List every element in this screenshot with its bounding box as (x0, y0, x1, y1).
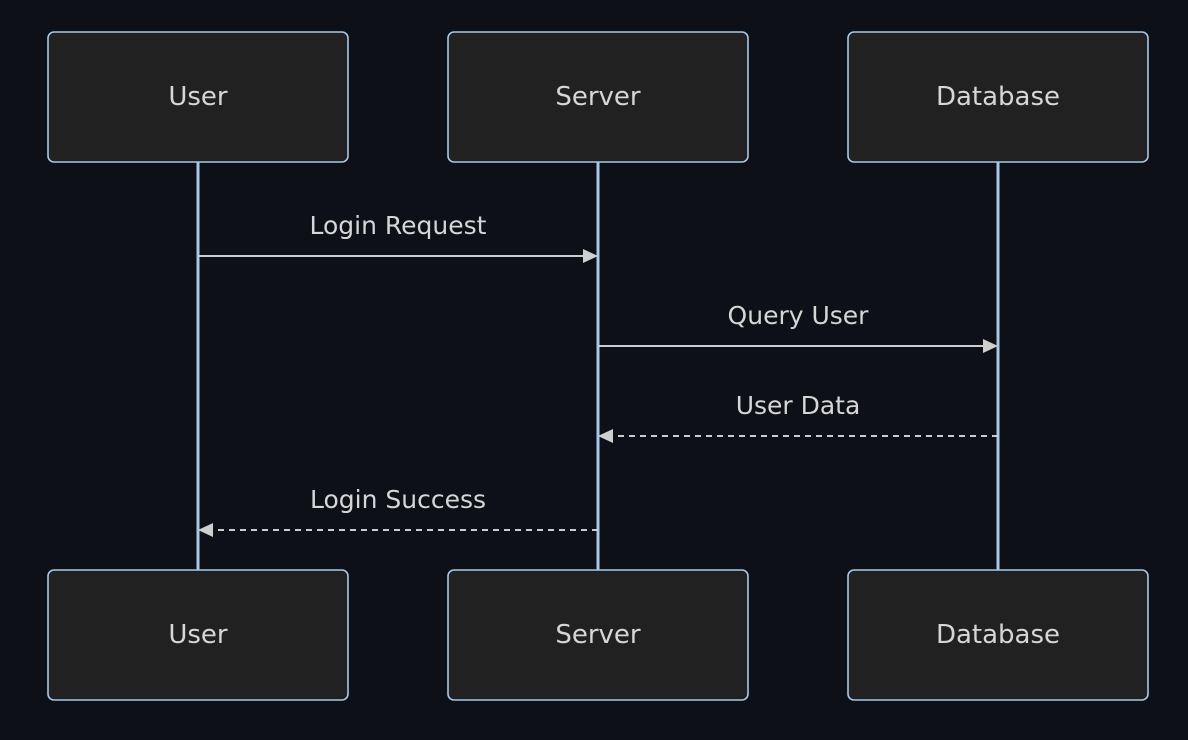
actor-box-rect (447, 31, 749, 163)
message-arrowhead (983, 339, 998, 353)
actor-label-user-bottom: User (168, 620, 228, 650)
message-arrowhead (598, 429, 613, 443)
actor-box-server-top[interactable]: Server (447, 31, 749, 163)
actor-box-user-top[interactable]: User (47, 31, 349, 163)
actor-box-user-bottom[interactable]: User (47, 569, 349, 701)
actor-label-server-top: Server (555, 82, 641, 112)
message-msg-3[interactable]: User Data (598, 391, 998, 443)
actor-label-database-top: Database (936, 82, 1060, 112)
message-msg-2[interactable]: Query User (598, 301, 998, 353)
actor-box-rect (47, 31, 349, 163)
actor-box-server-bottom[interactable]: Server (447, 569, 749, 701)
actor-label-server-bottom: Server (555, 620, 641, 650)
actor-box-rect (847, 569, 1149, 701)
actor-box-database-bottom[interactable]: Database (847, 569, 1149, 701)
actor-box-database-top[interactable]: Database (847, 31, 1149, 163)
message-label: User Data (736, 391, 861, 420)
actor-box-rect (47, 569, 349, 701)
actor-label-user-top: User (168, 82, 228, 112)
actor-label-database-bottom: Database (936, 620, 1060, 650)
message-label: Query User (728, 301, 870, 330)
message-arrowhead (198, 523, 213, 537)
lifelines-group (196, 162, 1000, 570)
actor-box-rect (847, 31, 1149, 163)
message-msg-1[interactable]: Login Request (198, 211, 598, 263)
message-arrowhead (583, 249, 598, 263)
message-label: Login Success (310, 485, 486, 514)
message-label: Login Request (310, 211, 487, 240)
message-msg-4[interactable]: Login Success (198, 485, 598, 537)
actor-box-rect (447, 569, 749, 701)
